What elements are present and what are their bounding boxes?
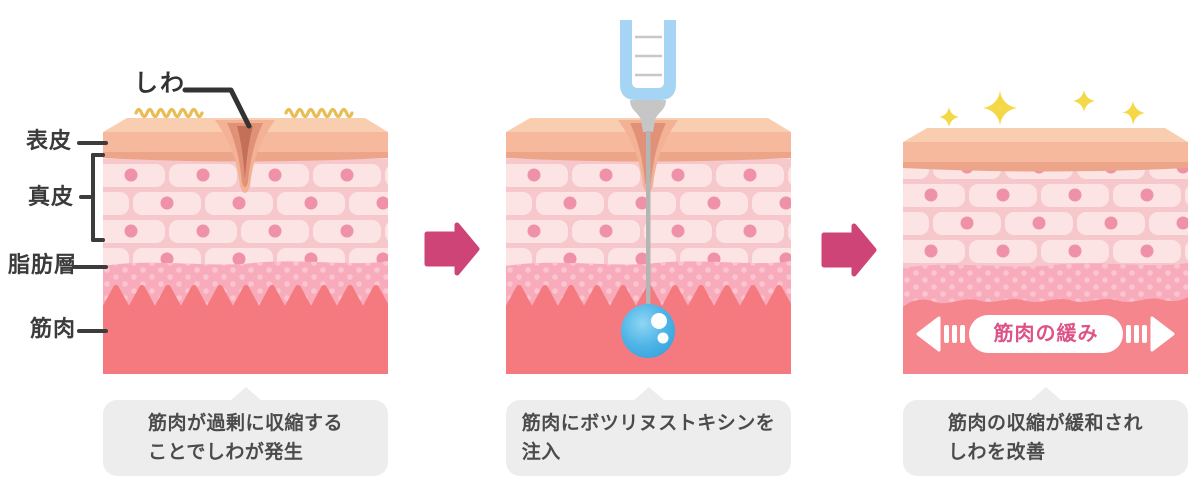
- caption-notch: [632, 387, 665, 401]
- sparkles: [939, 90, 1145, 127]
- tension-squiggle-right: [284, 107, 354, 119]
- dermis-layer: [903, 162, 1188, 277]
- step-arrow-1-icon: [424, 222, 480, 276]
- skin-top-face: [903, 128, 1188, 142]
- sparkle-icon: [1073, 90, 1095, 112]
- caption-notch: [1029, 387, 1062, 401]
- tick-muscle: [77, 329, 108, 333]
- caption-bubble-2: 筋肉にボツリヌストキシンを 注入: [506, 387, 791, 476]
- panel-improvement: 筋肉の緩み 筋肉の収縮が緩和され しわを改善: [903, 0, 1188, 500]
- wrinkle-pointer-line: [182, 87, 252, 129]
- skin-cross-section-smooth: [903, 90, 1188, 374]
- tension-squiggle-left: [134, 107, 204, 119]
- bracket-dermis-bottom: [91, 238, 105, 242]
- syringe-graduations: [635, 35, 662, 77]
- panel-wrinkle-formation: しわ 筋肉が過剰に収縮する ことでしわが発生: [103, 0, 388, 500]
- sparkle-icon: [1121, 101, 1145, 125]
- relax-arrows: [916, 316, 1175, 352]
- bracket-dermis-vertical: [91, 153, 95, 242]
- syringe-needle: [646, 131, 651, 333]
- label-dermis: 真皮: [28, 184, 75, 209]
- muscle-layer-contracted: [103, 285, 388, 374]
- syringe-barrel: [620, 20, 676, 100]
- panel-injection: 筋肉にボツリヌストキシンを 注入: [506, 0, 791, 500]
- label-fat: 脂肪層: [8, 252, 78, 277]
- bracket-dermis-stem: [79, 195, 92, 199]
- caption-bubble-1: 筋肉が過剰に収縮する ことでしわが発生: [103, 387, 388, 476]
- syringe-icon: [620, 20, 676, 358]
- toxin-droplet: [621, 304, 675, 358]
- tick-epidermis: [77, 141, 108, 145]
- caption-text-3: 筋肉の収縮が緩和され しわを改善: [947, 412, 1143, 463]
- caption-bubble-3: 筋肉の収縮が緩和され しわを改善: [903, 387, 1188, 476]
- bracket-dermis-top: [91, 153, 105, 157]
- skin-block: [103, 118, 388, 374]
- label-epidermis: 表皮: [26, 128, 73, 153]
- skin-block: [903, 128, 1188, 374]
- skin-cross-section-injection: [506, 20, 791, 374]
- muscle-relax-badge: 筋肉の緩み: [969, 315, 1123, 353]
- caption-notch: [229, 387, 262, 401]
- syringe-hub: [630, 100, 666, 132]
- skin-cross-section-wrinkled: [103, 87, 388, 374]
- step-arrow-2-icon: [821, 223, 877, 277]
- wrinkle-label: しわ: [134, 70, 186, 97]
- relax-arrow-left-icon: [916, 316, 941, 352]
- epidermis-layer: [903, 142, 1188, 163]
- tick-fat: [72, 265, 108, 269]
- caption-text-1: 筋肉が過剰に収縮する ことでしわが発生: [147, 412, 343, 463]
- caption-text-2: 筋肉にボツリヌストキシンを 注入: [521, 412, 776, 463]
- label-muscle: 筋肉: [30, 316, 77, 341]
- sparkle-icon: [983, 91, 1017, 125]
- relax-arrow-right-icon: [1150, 316, 1175, 352]
- sparkle-icon: [939, 107, 959, 127]
